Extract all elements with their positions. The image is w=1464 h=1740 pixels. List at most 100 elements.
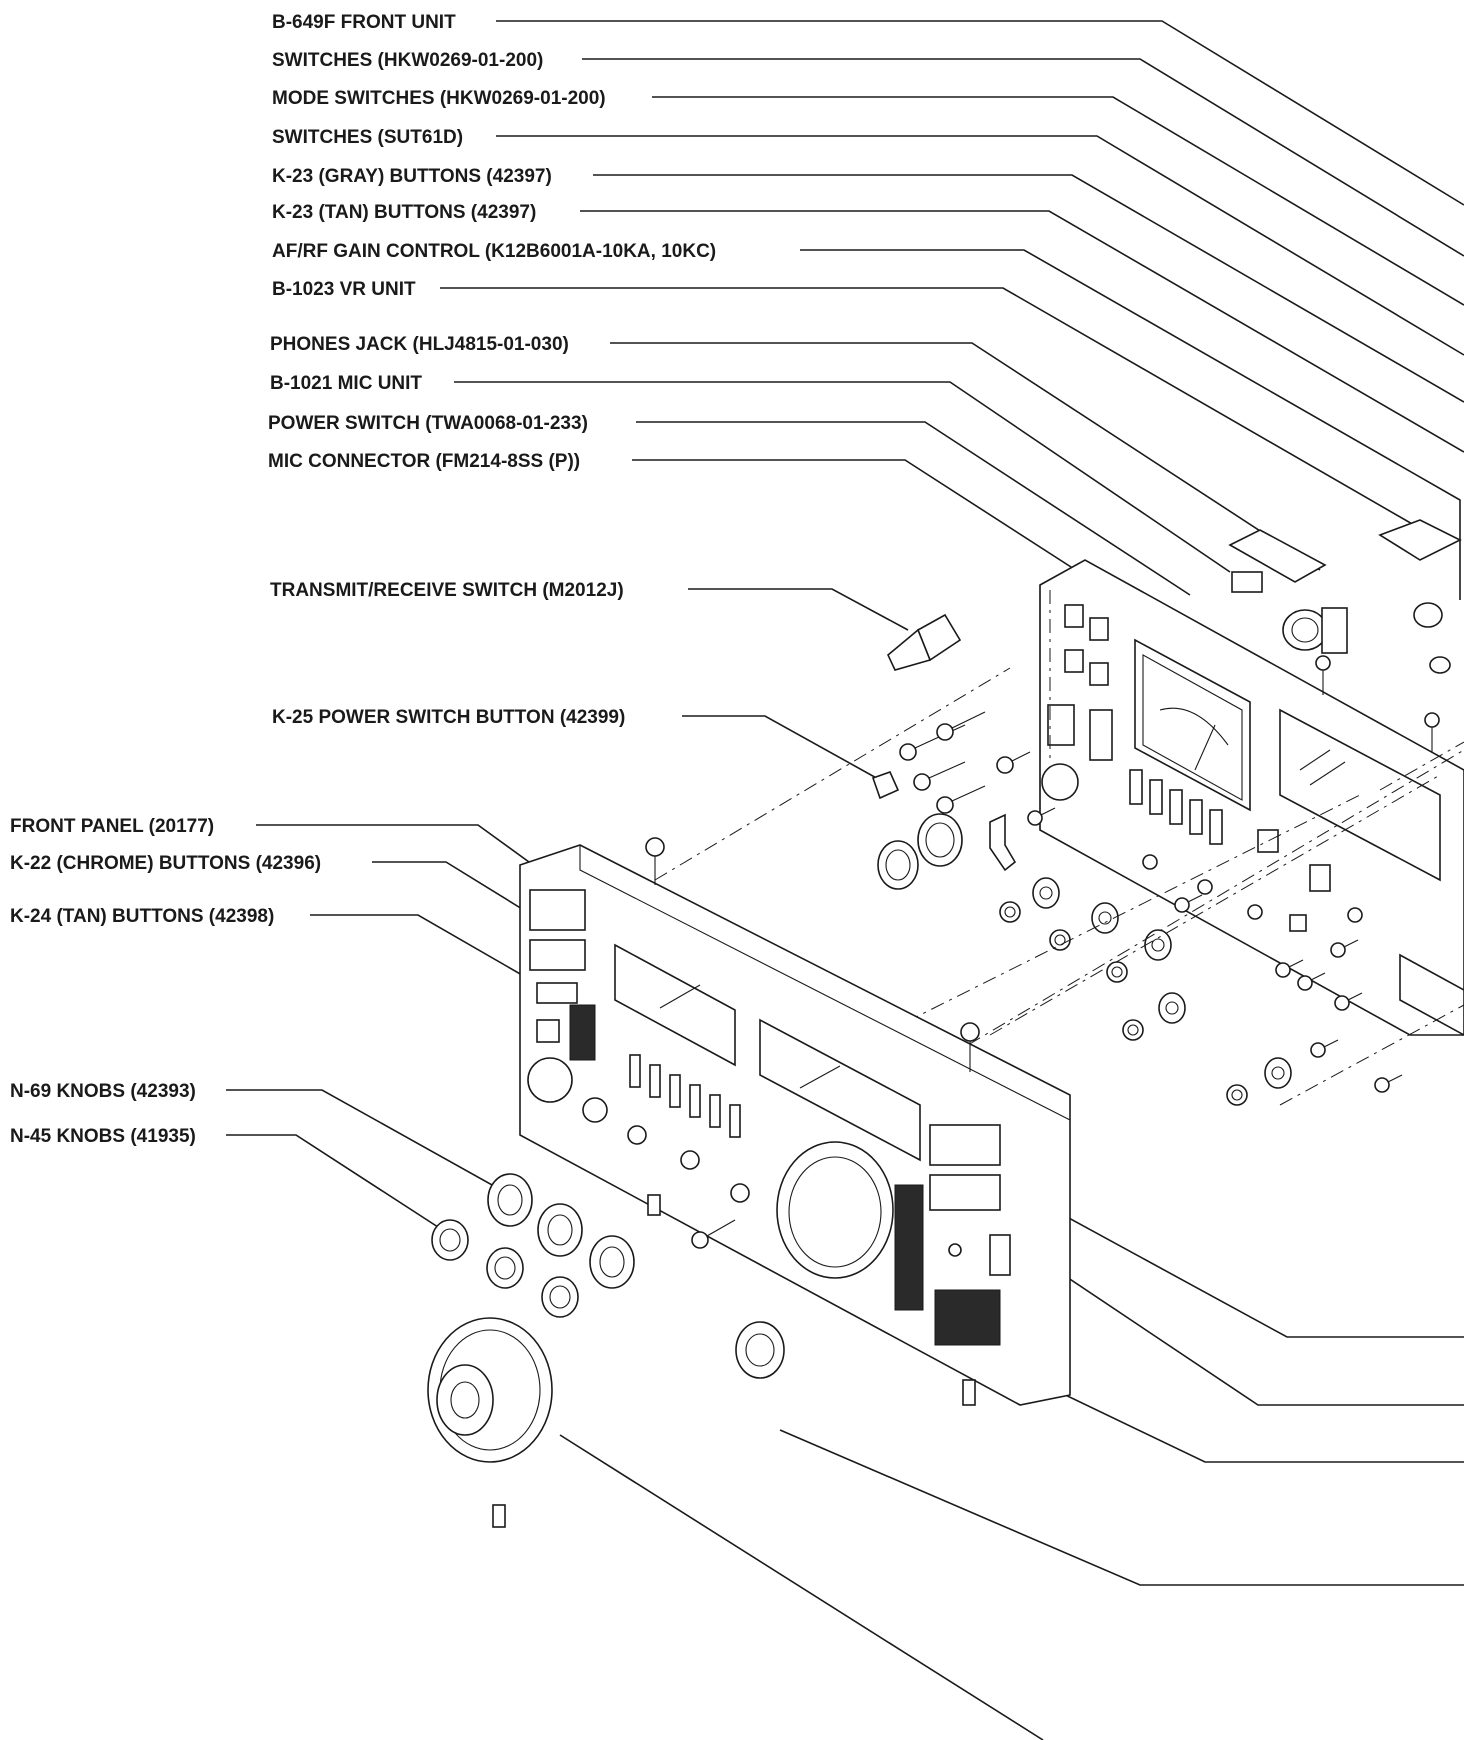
washer	[1032, 877, 1060, 909]
callout-front-panel: FRONT PANEL (20177)	[10, 816, 541, 871]
display-window	[1279, 708, 1441, 882]
tx-rx-switch-part	[887, 613, 962, 671]
leader-line	[682, 715, 881, 781]
screw	[691, 1219, 736, 1249]
callout-tx-rx-switch: TRANSMIT/RECEIVE SWITCH (M2012J)	[270, 580, 909, 631]
k23-button-group-right	[929, 1174, 1001, 1211]
vr-unit-board	[1378, 519, 1462, 561]
tuning-dial-recess	[776, 1141, 894, 1279]
screw	[1424, 712, 1440, 752]
knob-hole	[627, 1125, 647, 1145]
callout-n45-knobs: N-45 KNOBS (41935)	[10, 1126, 459, 1241]
panel-hole	[948, 1243, 962, 1257]
panel-button	[536, 1019, 560, 1043]
k22-button-group	[529, 939, 586, 971]
mic-connector-flange	[1321, 607, 1348, 654]
screw	[960, 1022, 980, 1072]
leader-line	[454, 381, 1231, 573]
glare-line	[1309, 761, 1346, 786]
chassis-slot	[1064, 604, 1084, 628]
leader-line	[580, 210, 1464, 453]
meter-needle	[1194, 724, 1216, 771]
callout-label: K-23 (GRAY) BUTTONS (42397)	[272, 166, 552, 187]
leader-line	[582, 58, 1464, 257]
glare-line	[1299, 749, 1331, 771]
chassis-hole	[1041, 763, 1079, 801]
callout-label: SWITCHES (HKW0269-01-200)	[272, 50, 543, 71]
knobs	[427, 1173, 785, 1463]
screw	[1315, 655, 1331, 695]
glare-line	[799, 1065, 841, 1089]
leader-line	[372, 861, 541, 921]
leader-line	[688, 588, 909, 631]
callout-label: K-25 POWER SWITCH BUTTON (42399)	[272, 707, 625, 728]
k22-button-group-right	[929, 1124, 1001, 1166]
front-panel-top-edge	[579, 845, 1071, 1121]
nut	[1049, 929, 1071, 951]
callout-label: MODE SWITCHES (HKW0269-01-200)	[272, 88, 606, 109]
n69-knob	[537, 1203, 583, 1257]
n69-knob	[589, 1235, 635, 1289]
callout-label: B-1021 MIC UNIT	[270, 373, 422, 394]
n45-knob	[541, 1276, 579, 1318]
switch-slot	[1149, 779, 1163, 815]
leader-line	[593, 174, 1464, 403]
meter-window	[1134, 638, 1251, 812]
screw	[936, 711, 986, 741]
leader-line	[440, 287, 1441, 541]
callout-b1023-vr: B-1023 VR UNIT	[272, 279, 1441, 541]
callout-k23-tan: K-23 (TAN) BUTTONS (42397)	[272, 202, 1464, 453]
callout-k25-power-button: K-25 POWER SWITCH BUTTON (42399)	[272, 707, 881, 781]
callout-switches-sut: SWITCHES (SUT61D)	[272, 127, 1464, 356]
screw	[913, 761, 966, 791]
slider-slot	[709, 1094, 721, 1128]
washer	[877, 840, 919, 890]
hardware-set	[877, 711, 1403, 1106]
nut	[1122, 1019, 1144, 1041]
callout-label: B-1023 VR UNIT	[272, 279, 416, 300]
nut	[999, 901, 1021, 923]
leader-line-right-2	[1003, 1234, 1464, 1406]
washer	[917, 813, 963, 867]
callout-label: N-45 KNOBS (41935)	[10, 1126, 196, 1147]
k22-button-group	[529, 889, 586, 931]
callout-label: B-649F FRONT UNIT	[272, 12, 456, 33]
callout-n69-knobs: N-69 KNOBS (42393)	[10, 1081, 511, 1196]
switch-slot	[1209, 809, 1223, 845]
leader-line	[496, 135, 1464, 356]
phones-jack	[1413, 602, 1443, 628]
leader-line	[226, 1089, 511, 1196]
set-screw	[492, 1504, 506, 1528]
screw	[1374, 1074, 1403, 1093]
chassis-slot	[1257, 829, 1279, 853]
meter-scale	[1159, 707, 1229, 746]
callout-k22-chrome: K-22 (CHROME) BUTTONS (42396)	[10, 853, 541, 921]
screw	[1027, 807, 1056, 826]
slider-slot	[729, 1104, 741, 1138]
chassis-slot	[1289, 914, 1307, 932]
leader-line	[310, 914, 549, 991]
chassis-slot	[1089, 662, 1109, 686]
nut	[1226, 1084, 1248, 1106]
front-panel-part	[519, 844, 1071, 1406]
slider-slot	[669, 1074, 681, 1108]
mount-hole	[1247, 904, 1263, 920]
leader-line	[226, 1134, 459, 1241]
leader-line	[800, 249, 1461, 600]
leader-line-right-4	[779, 1429, 1464, 1586]
screw	[936, 785, 986, 814]
screw	[1174, 894, 1203, 913]
rit-knob	[735, 1321, 785, 1379]
washer	[1144, 929, 1172, 961]
chassis-slot	[1064, 649, 1084, 673]
chassis-slot	[1089, 617, 1109, 641]
washer	[1158, 992, 1186, 1024]
k25-power-button-part	[871, 770, 900, 800]
knob-hole	[680, 1150, 700, 1170]
callout-power-switch: POWER SWITCH (TWA0068-01-233)	[268, 413, 1191, 596]
glare-line	[659, 984, 701, 1009]
front-panel-screws	[492, 837, 980, 1528]
washer	[1264, 1057, 1292, 1089]
screw	[899, 724, 966, 761]
